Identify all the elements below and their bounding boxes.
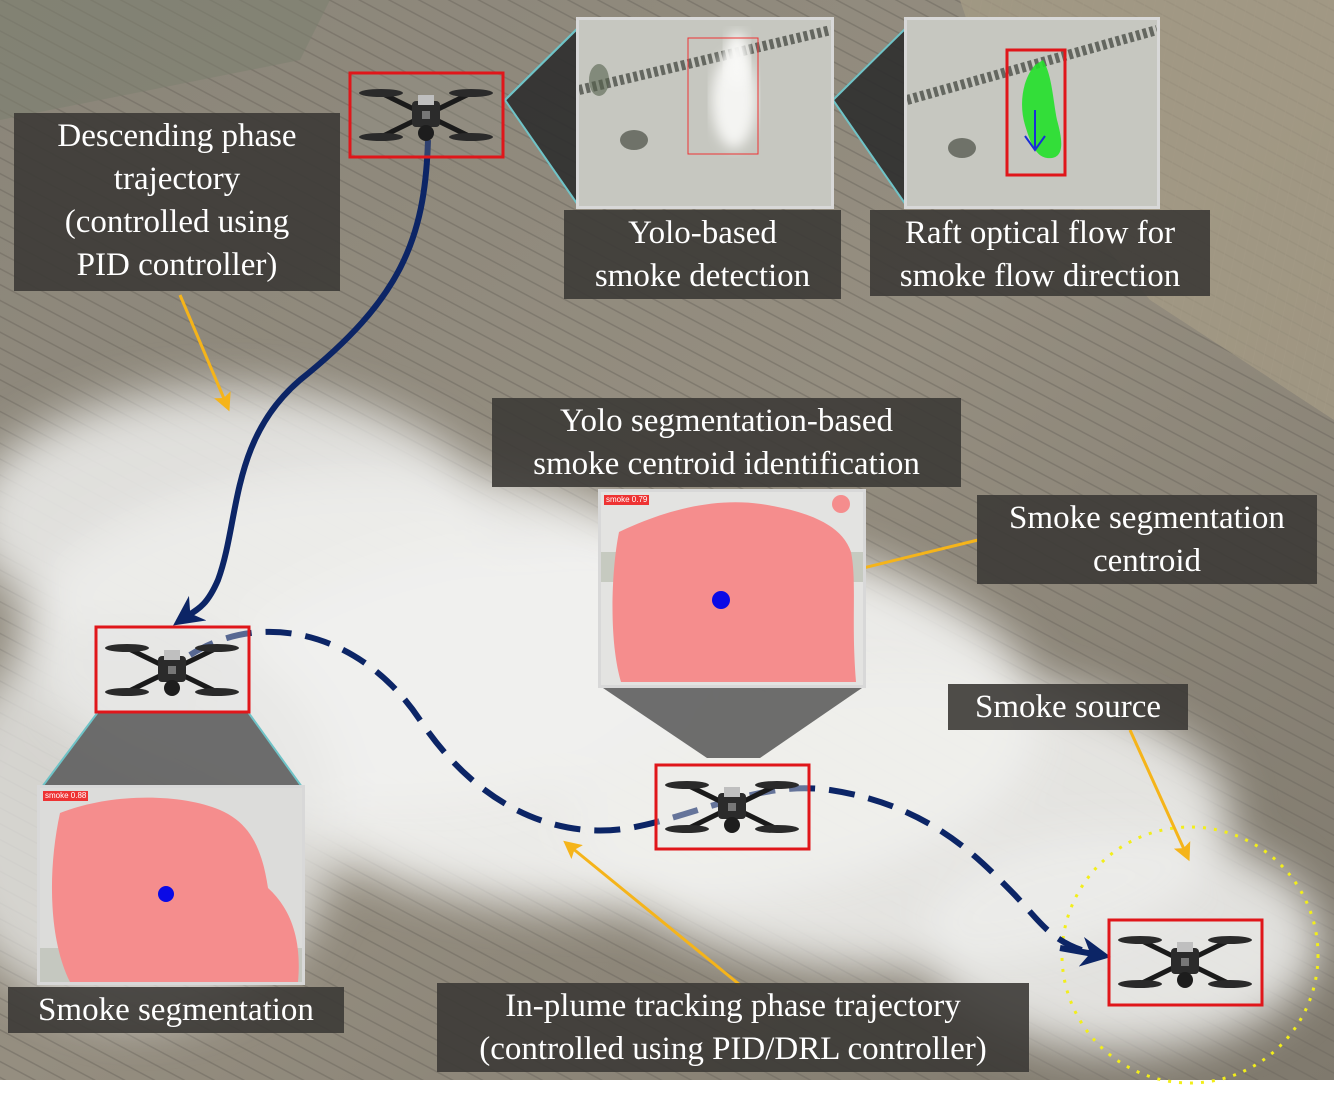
in-plume-trajectory [188,628,1101,958]
segmentation-image-top [601,492,863,685]
wedge-segmentation-top [603,688,862,758]
segmentation-thumbnail-left: smoke 0.88 [37,785,305,985]
descending-trajectory [173,139,431,626]
drone-left [94,625,251,714]
label-smoke-source: Smoke source [948,684,1188,730]
label-yolo-segmentation: Yolo segmentation-based smoke centroid i… [492,398,961,487]
wedge-detection [505,28,578,205]
drone-middle [654,763,811,851]
yolo-detection-thumbnail [576,17,834,209]
smoke-source-circle [1060,825,1320,1085]
arrow-in-plume [563,840,741,987]
field-top-left-patch [0,0,330,120]
bottom-margin [0,1080,1334,1093]
in-plume-arrowhead [1059,937,1111,967]
label-in-plume-tracking: In-plume tracking phase trajectory (cont… [437,983,1029,1072]
detection-image [579,20,831,206]
drone-top [348,71,505,159]
wedge-segmentation-left [42,712,302,787]
segmentation-top-confidence: smoke 0.79 [604,495,650,505]
raft-image [907,20,1157,206]
label-yolo-detection: Yolo-based smoke detection [564,210,841,299]
label-centroid: Smoke segmentation centroid [977,495,1317,584]
segmentation-thumbnail-top: smoke 0.79 [598,489,866,688]
arrow-source [1128,729,1191,862]
drone-source [1107,918,1264,1007]
segmentation-image-left [40,788,302,982]
arrow-descending [178,294,231,412]
label-raft-flow: Raft optical flow for smoke flow directi… [870,210,1210,296]
raft-flow-thumbnail [904,17,1160,209]
label-descending-phase: Descending phase trajectory (controlled … [14,113,340,291]
segmentation-left-confidence: smoke 0.88 [43,791,89,801]
label-smoke-segmentation: Smoke segmentation [8,987,344,1033]
wedge-raft [833,28,906,205]
